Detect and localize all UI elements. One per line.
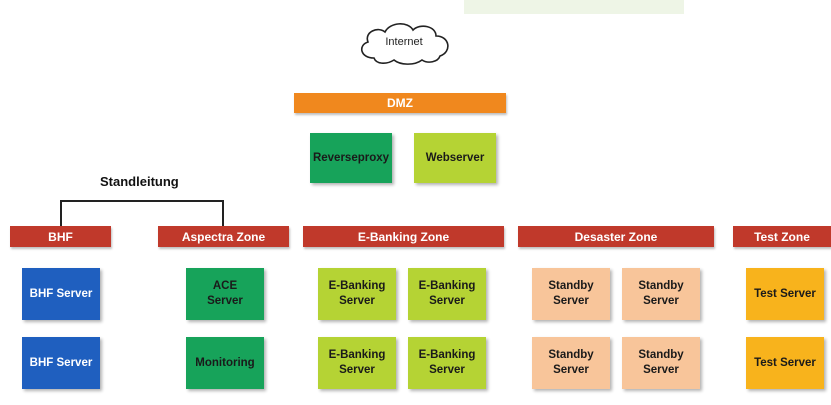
standleitung-line-left: [60, 200, 62, 227]
dmz-zone-bar: DMZ: [294, 93, 506, 113]
webserver-server: Webserver: [414, 133, 496, 183]
ebanking-server: E-Banking Server: [318, 268, 396, 320]
ace-server: ACE Server: [186, 268, 264, 320]
ebanking-server: E-Banking Server: [408, 268, 486, 320]
test-zone-bar: Test Zone: [733, 226, 831, 247]
standby-server: Standby Server: [532, 337, 610, 389]
bhf-zone-bar: BHF: [10, 226, 111, 247]
ebanking-zone-bar: E-Banking Zone: [303, 226, 504, 247]
desaster-zone-bar: Desaster Zone: [518, 226, 714, 247]
aspectra-zone-bar: Aspectra Zone: [158, 226, 289, 247]
top-highlight-box: [464, 0, 684, 14]
test-server: Test Server: [746, 268, 824, 320]
cloud-icon: [361, 23, 449, 65]
ebanking-server: E-Banking Server: [318, 337, 396, 389]
standby-server: Standby Server: [532, 268, 610, 320]
bhf-server: BHF Server: [22, 268, 100, 320]
monitoring-server: Monitoring: [186, 337, 264, 389]
test-server: Test Server: [746, 337, 824, 389]
standleitung-line-right: [222, 200, 224, 227]
standby-server: Standby Server: [622, 337, 700, 389]
standleitung-label: Standleitung: [100, 174, 179, 189]
bhf-server: BHF Server: [22, 337, 100, 389]
standby-server: Standby Server: [622, 268, 700, 320]
internet-cloud: Internet: [352, 18, 456, 66]
reverseproxy-server: Reverseproxy: [310, 133, 392, 183]
ebanking-server: E-Banking Server: [408, 337, 486, 389]
standleitung-line-horizontal: [60, 200, 224, 202]
internet-label: Internet: [385, 36, 423, 48]
